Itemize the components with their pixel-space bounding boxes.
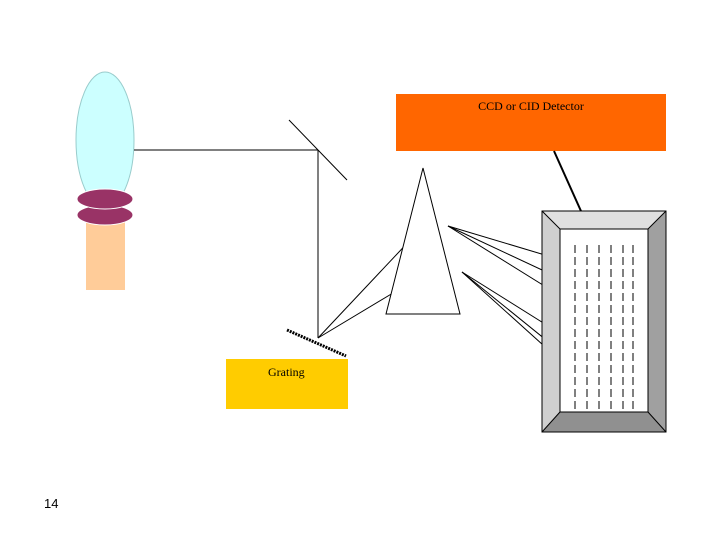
bevel-left — [542, 211, 560, 432]
bevel-top — [542, 211, 666, 229]
bevel-corner — [647, 411, 667, 433]
detector-arrow — [553, 150, 586, 221]
bevel-corner — [541, 411, 561, 433]
prism — [385, 167, 461, 315]
detector-box — [396, 94, 666, 151]
flame — [75, 71, 135, 209]
detector-label: CCD or CID Detector — [478, 99, 584, 113]
grating-element — [286, 328, 347, 358]
beam-grating-to-prism-1 — [317, 235, 415, 339]
grating-box — [226, 359, 348, 409]
beam-grating-to-prism-2 — [317, 289, 399, 339]
bevel-corner — [647, 210, 667, 230]
burner-disc-upper — [76, 188, 134, 210]
detector-face — [559, 228, 649, 413]
grating-label: Grating — [268, 365, 305, 379]
bevel-bottom — [542, 412, 666, 432]
burner-base — [86, 218, 125, 290]
detector-array — [541, 210, 667, 433]
bevel-right — [648, 211, 666, 432]
page-number: 14 — [44, 496, 59, 511]
detector-frame-outline — [541, 210, 667, 433]
bevel-corner — [541, 210, 561, 230]
